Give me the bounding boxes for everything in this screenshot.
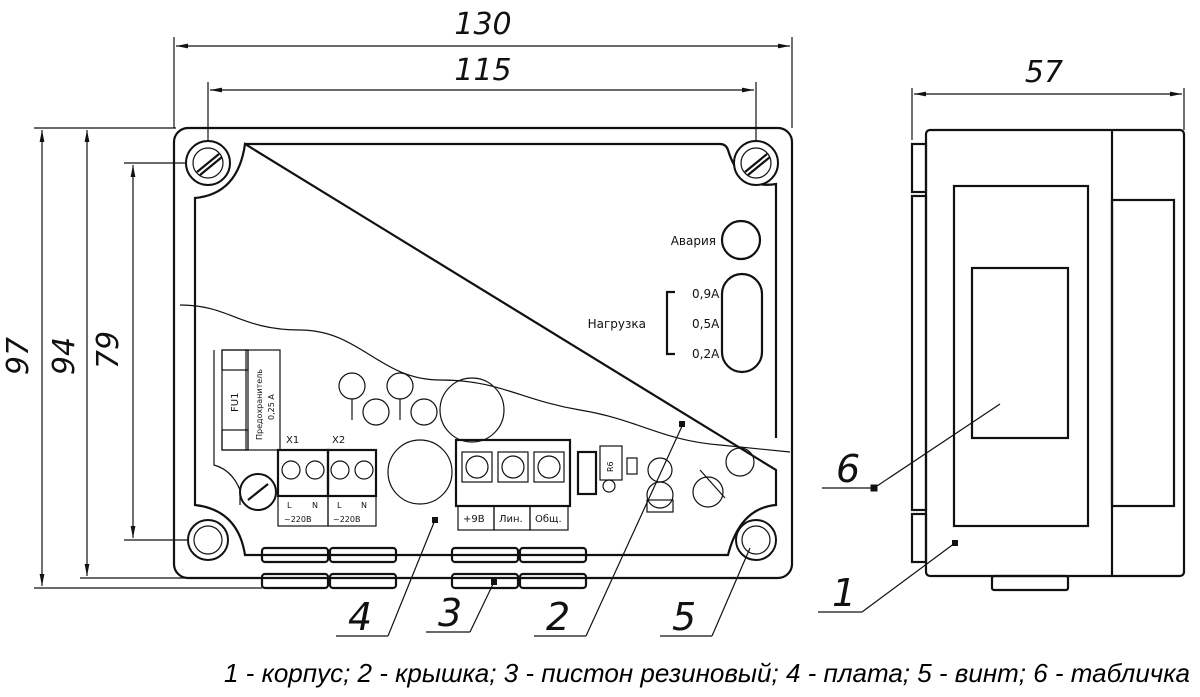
- trimmer: [692, 476, 724, 508]
- fuse-text: Предохранитель: [255, 369, 264, 440]
- dimension-130-label: 130: [454, 7, 511, 42]
- fuse-holder: FU1 Предохранитель 0,25 А: [221, 349, 281, 451]
- callout-6: 6: [836, 447, 860, 491]
- dimension-94: 94: [47, 130, 262, 579]
- resistor-block: [576, 450, 598, 496]
- dimension-97: 97: [1, 127, 262, 589]
- callouts: 6 1 2 4 3 5: [336, 403, 1001, 639]
- terminal-block-x1: L N ~220В: [276, 448, 330, 527]
- side-view: [910, 128, 1186, 592]
- terminal-block-right: +9В Лин. Общ.: [454, 438, 572, 531]
- terminal-label-9v: +9В: [463, 514, 485, 525]
- x1-pin-l: L: [287, 501, 292, 510]
- grommets-bottom: [260, 546, 588, 590]
- board-mount-screw: [725, 447, 755, 477]
- dimension-79-label: 79: [91, 331, 126, 369]
- x2-voltage: ~220В: [333, 515, 360, 524]
- x1-voltage: ~220В: [284, 515, 311, 524]
- load-option-2: 0,2А: [692, 347, 720, 361]
- terminal-label-lin: Лин.: [499, 514, 523, 525]
- side-lid-step: [1110, 198, 1176, 508]
- fuse-id: FU1: [230, 393, 241, 412]
- alarm-label: Авария: [671, 234, 716, 248]
- nameplate-frame: [952, 184, 1090, 528]
- dimension-79: 79: [91, 162, 208, 541]
- callout-1: 1: [832, 571, 856, 615]
- side-tab-mid: [910, 194, 928, 512]
- screw-top-left: [185, 140, 231, 186]
- screw-bottom-right: [735, 519, 777, 561]
- x2-pin-l: L: [337, 501, 342, 510]
- terminal-label-common: Общ.: [535, 514, 562, 525]
- dimension-57-label: 57: [1025, 55, 1063, 90]
- load-option-0: 0,9А: [692, 287, 720, 301]
- dimension-115: 115: [207, 53, 757, 168]
- caption: 1 - корпус; 2 - крышка; 3 - пистон резин…: [224, 658, 1190, 688]
- callout-3: 3: [438, 591, 462, 635]
- terminal-x1-label: X1: [286, 435, 299, 446]
- load-bracket: [665, 290, 675, 356]
- callout-2: 2: [546, 595, 570, 639]
- screw-bottom-left: [187, 519, 229, 561]
- terminal-x2-label: X2: [332, 435, 345, 446]
- callout-5: 5: [672, 595, 696, 639]
- callout-4: 4: [348, 595, 372, 639]
- board-edge: [213, 350, 241, 505]
- dimension-57: 57: [911, 55, 1185, 140]
- load-option-1: 0,5А: [692, 317, 720, 331]
- nameplate: [970, 266, 1070, 440]
- cutaway-edge: [179, 304, 791, 453]
- side-grommet: [990, 574, 1070, 592]
- capacitors: [338, 372, 505, 505]
- terminal-block-x2: L N ~220В: [326, 448, 378, 527]
- resistor-label: R6: [606, 461, 615, 472]
- front-view: Авария Нагрузка 0,9А 0,5А 0,2А FU1 Предо…: [172, 126, 794, 590]
- dimension-94-label: 94: [47, 337, 82, 375]
- lid-outline: [193, 142, 778, 557]
- x2-pin-n: N: [361, 501, 367, 510]
- alarm-indicator-window: [720, 219, 762, 261]
- x1-pin-n: N: [312, 501, 318, 510]
- dimension-97-label: 97: [1, 337, 36, 375]
- dimension-130: 130: [173, 7, 793, 128]
- side-tab-bottom: [910, 512, 928, 564]
- housing-outline: [172, 126, 794, 580]
- side-housing: [924, 128, 1186, 578]
- dimension-115-label: 115: [454, 53, 511, 88]
- load-selector-window: [720, 272, 764, 374]
- load-label: Нагрузка: [588, 317, 646, 331]
- fuse-rating: 0,25 А: [267, 394, 276, 420]
- screw-top-right: [733, 140, 779, 186]
- side-tab-top: [910, 142, 928, 194]
